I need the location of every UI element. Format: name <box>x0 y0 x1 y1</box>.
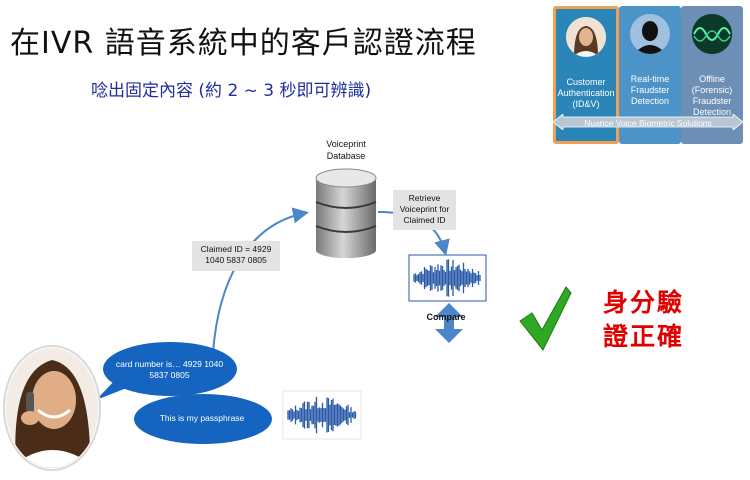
customer-photo <box>3 345 101 471</box>
verification-result: 身分驗證正確 <box>603 288 685 351</box>
panel-label-authentication: Customer Authentication (ID&V) <box>557 77 615 109</box>
bubble-card-number-text: card number is… 4929 1040 5837 0805 <box>115 359 224 380</box>
panel-label-realtime: Real-time Fraudster Detection <box>630 74 670 106</box>
solutions-banner: Customer Authentication (ID&V) Real-time… <box>553 6 743 146</box>
database-icon <box>315 168 377 258</box>
waveform-glow-icon <box>692 14 732 54</box>
bubble-passphrase-text: This is my passphrase <box>159 413 245 423</box>
page-subtitle: 唸出固定內容 (約 2 ~ 3 秒即可辨識) <box>91 81 372 101</box>
double-arrow-bar <box>553 114 743 130</box>
claimed-id-arrow <box>212 207 309 354</box>
speech-bubble-card-number <box>96 342 237 400</box>
banner-bar-label: Nuance Voice Biometric Solutions <box>584 118 712 128</box>
compare-label: Compare <box>426 312 466 322</box>
voiceprint-waveform-stored <box>408 254 487 302</box>
claimed-id-label: Claimed ID = 4929 1040 5837 0805 <box>192 241 280 271</box>
check-mark-icon <box>519 286 572 351</box>
panel-label-offline: Offline (Forensic) Fraudster Detection <box>691 74 733 117</box>
spoken-waveform <box>282 390 362 440</box>
compare-arrow-icon <box>435 303 463 343</box>
database-label: Voiceprint Database <box>326 139 366 161</box>
silhouette-icon <box>630 14 670 54</box>
page-title: 在IVR 語音系統中的客戶認證流程 <box>10 26 477 61</box>
speech-bubble-passphrase <box>134 394 272 444</box>
woman-photo-icon <box>566 17 606 57</box>
retrieve-voiceprint-label: Retrieve Voiceprint for Claimed ID <box>393 190 456 230</box>
